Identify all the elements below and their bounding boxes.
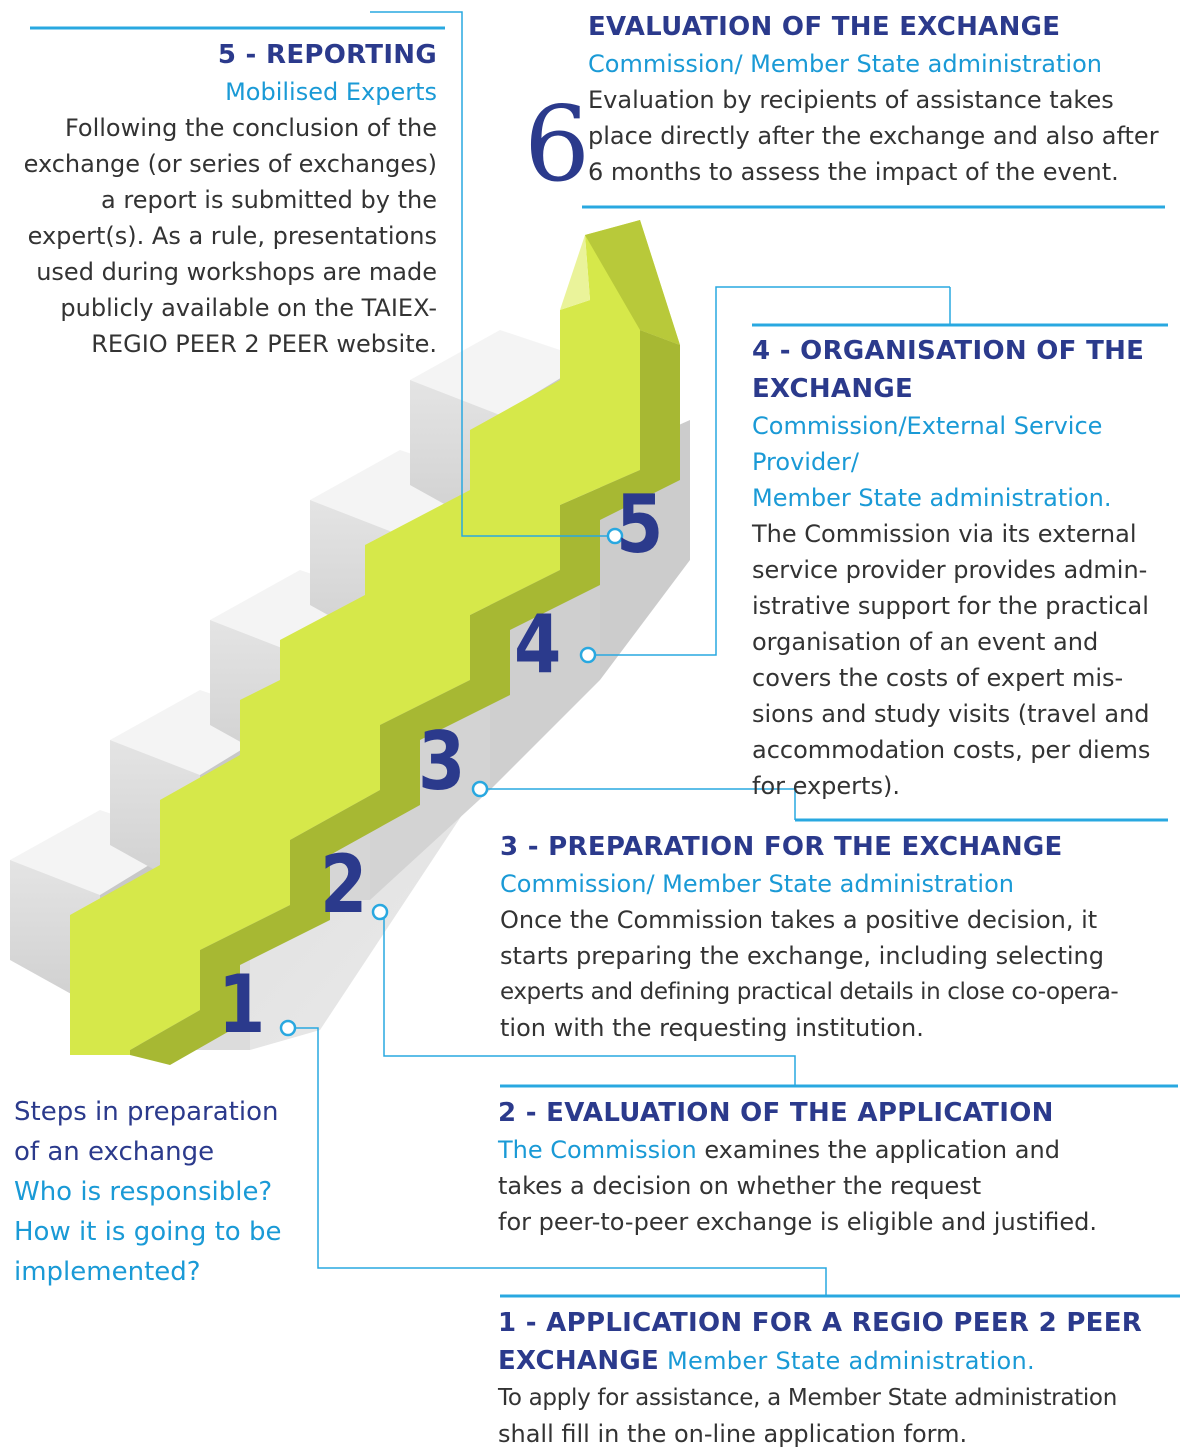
step5-title: 5 - REPORTING [217, 40, 437, 70]
step6-responsible: Commission/ Member State administration [588, 50, 1102, 78]
step2-responsible: The Commission [498, 1136, 697, 1164]
step4-title: 4 - ORGANISATION OF THE [752, 336, 1145, 366]
intro-question: implemented? [14, 1257, 201, 1287]
step2-body-first: examines the application and [696, 1136, 1060, 1164]
stair-number-3: 3 [418, 715, 466, 808]
step1-responsible: Member State administration. [659, 1347, 1035, 1375]
step4-title: EXCHANGE [752, 374, 914, 404]
step1-title-line2: EXCHANGE Member State administration. [498, 1342, 1186, 1380]
step5-responsible: Mobilised Experts [225, 78, 437, 106]
step4-body-line: sions and study visits (travel and [752, 700, 1150, 728]
step1-body-line: To apply for assistance, a Member State … [498, 1385, 1117, 1411]
step5-body-line: exchange (or series of exchanges) [23, 150, 437, 178]
step5-body-line: a report is submitted by the [101, 186, 437, 214]
step4-body-line: for experts). [752, 772, 900, 800]
stair-number-4: 4 [514, 598, 562, 691]
step2-block: 2 - EVALUATION OF THE APPLICATION The Co… [498, 1094, 1183, 1240]
intro-question: Who is responsible? [14, 1177, 273, 1207]
step6-title: EVALUATION OF THE EXCHANGE [588, 12, 1061, 42]
step6-block: EVALUATION OF THE EXCHANGE Commission/ M… [588, 8, 1183, 190]
step4-responsible: Provider/ [752, 448, 859, 476]
step3-responsible: Commission/ Member State administration [500, 870, 1014, 898]
zigzag-arrow [70, 220, 680, 1065]
step2-body-line: for peer-to-peer exchange is eligible an… [498, 1208, 1098, 1236]
step4-body-line: accommodation costs, per diems [752, 736, 1151, 764]
step4-responsible: Member State administration. [752, 484, 1112, 512]
step5-block: 5 - REPORTING Mobilised Experts Followin… [0, 36, 437, 362]
step2-title: 2 - EVALUATION OF THE APPLICATION [498, 1098, 1054, 1128]
step5-body-line: REGIO PEER 2 PEER website. [91, 330, 437, 358]
step3-body-line: experts and defining practical details i… [500, 979, 1119, 1005]
step3-block: 3 - PREPARATION FOR THE EXCHANGE Commiss… [500, 828, 1185, 1046]
step6-number: 6 [524, 83, 591, 205]
intro-line: Steps in preparation [14, 1097, 279, 1127]
connector-lines [30, 11, 1180, 1298]
step6-body-line: Evaluation by recipients of assistance t… [588, 86, 1114, 114]
step4-body-line: istrative support for the practical [752, 592, 1149, 620]
step1-title-exchange: EXCHANGE [498, 1346, 660, 1376]
stair-number-2: 2 [320, 838, 368, 931]
step1-title: 1 - APPLICATION FOR A REGIO PEER 2 PEER [498, 1308, 1143, 1338]
step3-body-line: Once the Commission takes a positive dec… [500, 906, 1098, 934]
step3-body-line: starts preparing the exchange, including… [500, 942, 1104, 970]
step3-title: 3 - PREPARATION FOR THE EXCHANGE [500, 832, 1063, 862]
intro-text: Steps in preparation of an exchange Who … [14, 1092, 281, 1292]
step1-block: 1 - APPLICATION FOR A REGIO PEER 2 PEER … [498, 1304, 1186, 1452]
step4-body-line: service provider provides admin- [752, 556, 1148, 584]
step4-body-line: organisation of an event and [752, 628, 1099, 656]
intro-line: of an exchange [14, 1137, 215, 1167]
step2-body-line: The Commission examines the application … [498, 1132, 1183, 1168]
step5-body-line: expert(s). As a rule, presentations [27, 222, 437, 250]
step4-body-line: covers the costs of expert mis- [752, 664, 1124, 692]
step5-body-line: used during workshops are made [36, 258, 437, 286]
step4-responsible: Commission/External Service [752, 412, 1103, 440]
step2-body-line: takes a decision on whether the request [498, 1172, 982, 1200]
connector-dots [279, 527, 624, 1037]
step5-body-line: Following the conclusion of the [64, 114, 437, 142]
stair-number-1: 1 [218, 958, 266, 1051]
step4-body-line: The Commission via its external [752, 520, 1137, 548]
intro-question: How it is going to be [14, 1217, 282, 1247]
step6-body-line: place directly after the exchange and al… [588, 122, 1159, 150]
step6-body-line: 6 months to assess the impact of the eve… [588, 158, 1119, 186]
step5-body-line: publicly available on the TAIEX- [60, 294, 437, 322]
step3-body-line: tion with the requesting institution. [500, 1014, 924, 1042]
stair-number-5: 5 [616, 478, 664, 571]
step1-body-line: shall fill in the on-line application fo… [498, 1420, 968, 1448]
step4-block: 4 - ORGANISATION OF THE EXCHANGE Commiss… [752, 332, 1182, 804]
